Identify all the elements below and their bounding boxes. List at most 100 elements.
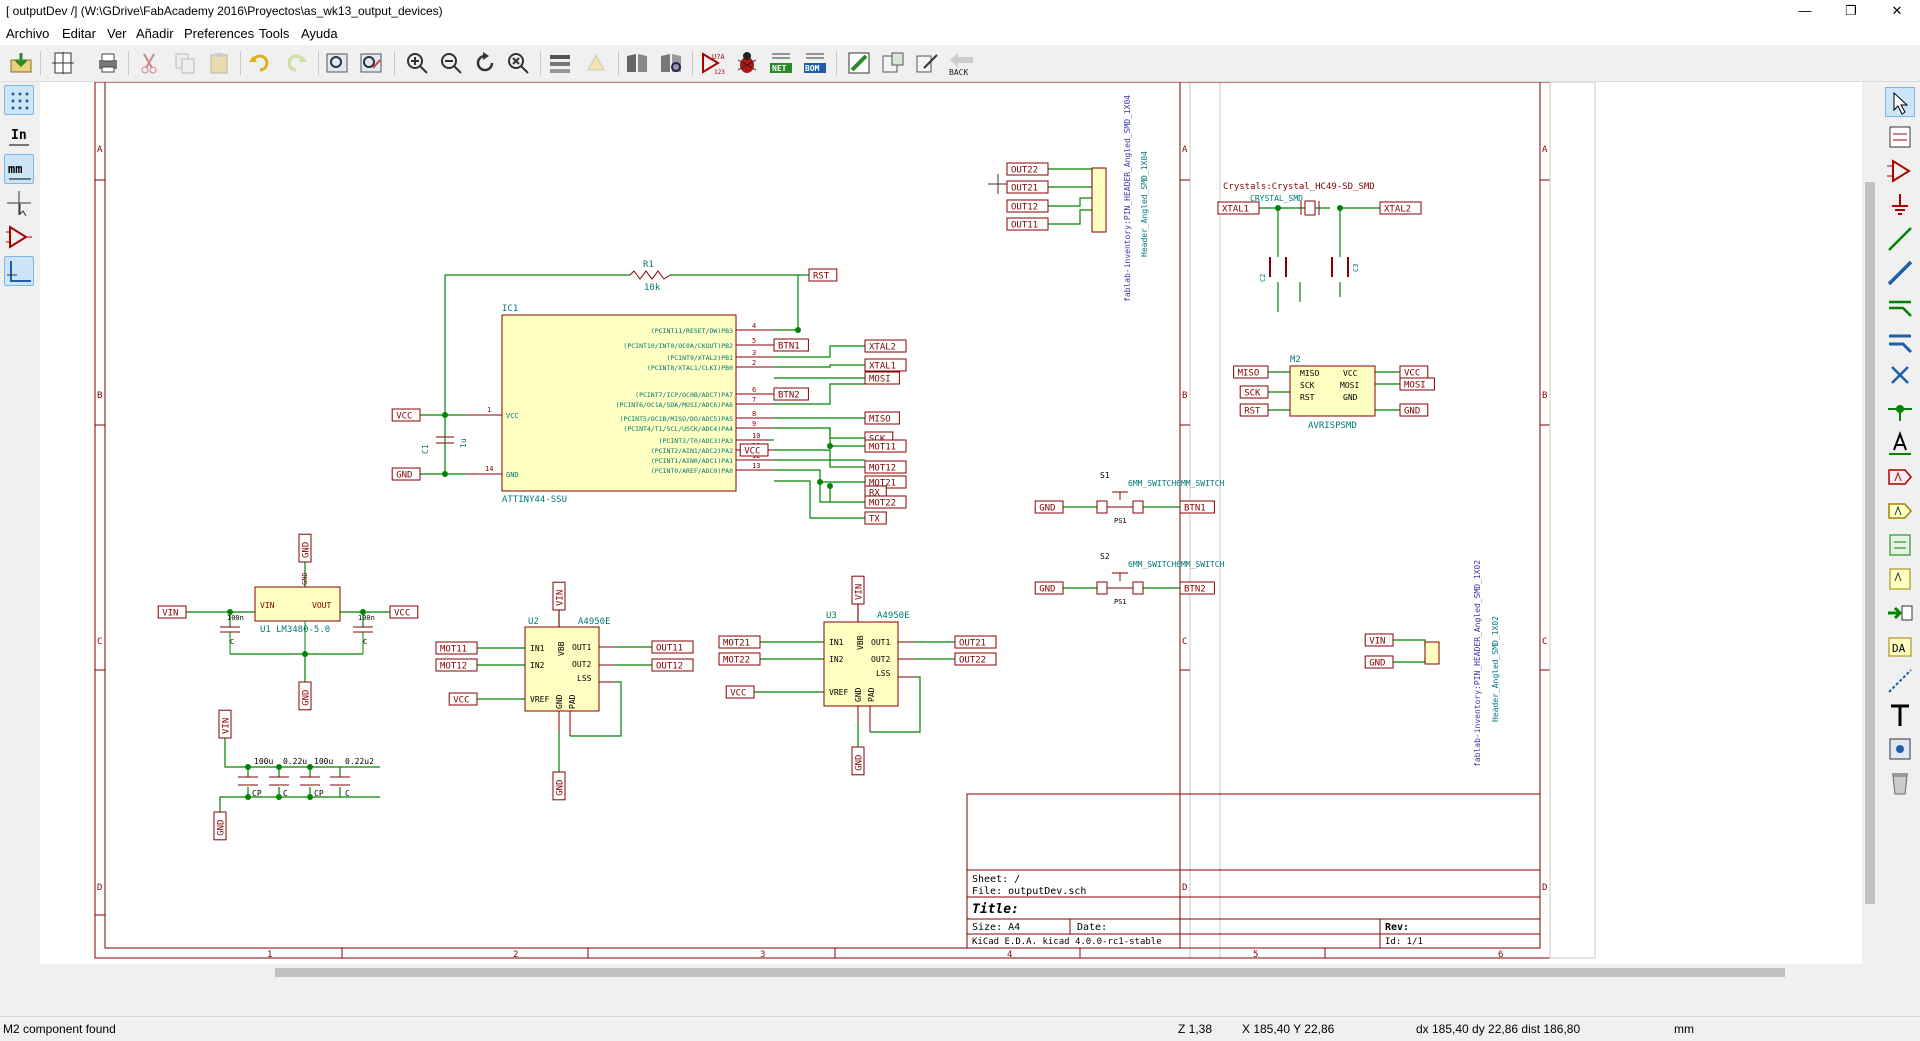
print-icon[interactable] [95, 50, 121, 76]
pcbnew-icon[interactable] [880, 50, 906, 76]
no-connect-icon[interactable] [1885, 360, 1915, 390]
svg-text:6MM_SWITCH6MM_SWITCH: 6MM_SWITCH6MM_SWITCH [1128, 479, 1225, 488]
cut-icon[interactable] [136, 50, 162, 76]
zoom-out-icon[interactable] [438, 50, 464, 76]
maximize-button[interactable]: ❐ [1845, 3, 1857, 18]
net-label-text: OUT12 [656, 662, 683, 672]
menu-tools[interactable]: Tools [259, 26, 290, 41]
svg-text:GND: GND [555, 694, 564, 709]
add-bus-icon[interactable] [1885, 258, 1915, 288]
net-label-xtal1: XTAL1 [864, 358, 907, 372]
page-settings-icon[interactable] [50, 50, 76, 76]
close-button[interactable]: ✕ [1891, 3, 1903, 18]
ic1-pin-name: (PCINT5/OC1B/MISO/DO/ADC5)PA5 [620, 415, 734, 423]
select-tool-icon[interactable] [1885, 87, 1915, 117]
net-label-text: XTAL2 [869, 343, 896, 353]
zoom-fit-icon[interactable] [505, 50, 531, 76]
menu-archivo[interactable]: Archivo [6, 26, 50, 41]
add-hierarchical-label-icon[interactable] [1885, 496, 1915, 526]
redo-icon[interactable] [283, 50, 309, 76]
hierarchy-navigator-icon[interactable] [547, 50, 573, 76]
menu-preferences[interactable]: Preferences [184, 26, 255, 41]
leave-sheet-icon[interactable] [583, 50, 609, 76]
vertical-scroll-thumb[interactable] [1865, 182, 1875, 904]
vertical-scrollbar[interactable] [1862, 82, 1878, 964]
svg-text:S1: S1 [1100, 471, 1110, 480]
menu-ver[interactable]: Ver [107, 26, 127, 41]
library-editor-icon[interactable] [624, 50, 650, 76]
add-dashed-line-icon[interactable] [1885, 666, 1915, 696]
frame-row-b-far: B [1542, 391, 1547, 401]
add-net-label-icon[interactable] [1885, 428, 1915, 458]
c1-capacitor: C1 1u [421, 436, 468, 454]
cursor-shape-icon[interactable] [4, 188, 34, 218]
show-hidden-pins-icon[interactable] [4, 222, 34, 252]
net-label-box [1239, 385, 1269, 399]
minimize-button[interactable]: — [1798, 3, 1812, 18]
import-sheet-pin-icon[interactable] [1885, 564, 1915, 594]
svg-text:BACK: BACK [949, 68, 968, 76]
net-label-text: OUT22 [1011, 166, 1038, 176]
zoom-in-icon[interactable] [404, 50, 430, 76]
svg-text:C2: C2 [1259, 274, 1267, 282]
net-label-gnd: GND [298, 681, 312, 711]
wire-to-bus-entry-icon[interactable] [1885, 292, 1915, 322]
svg-text:CP: CP [314, 789, 324, 798]
highlight-net-icon[interactable] [1885, 122, 1915, 152]
menu-editar[interactable]: Editar [62, 26, 96, 41]
net-label-text: OUT11 [656, 644, 683, 654]
paste-icon[interactable] [206, 50, 232, 76]
backannotate-icon[interactable] [914, 50, 940, 76]
find-replace-icon[interactable] [358, 50, 384, 76]
back-button[interactable]: BACK [946, 50, 982, 77]
copy-icon[interactable] [172, 50, 198, 76]
ic1-pin-number: 4 [752, 322, 756, 330]
add-sheet-pin-icon[interactable] [1885, 598, 1915, 628]
r1-resistor: R1 10k [629, 260, 671, 293]
svg-text:U2: U2 [528, 617, 539, 627]
add-power-icon[interactable] [1885, 190, 1915, 220]
schematic-canvas[interactable]: A B C D A B C D 1 2 3 4 5 6 A B C D [40, 82, 1878, 964]
svg-text:fablab-inventory:PIN_HEADER_An: fablab-inventory:PIN_HEADER_Angled_SMD_1… [1123, 95, 1132, 302]
find-icon[interactable] [324, 50, 350, 76]
units-inches-toggle[interactable]: In [4, 120, 34, 150]
add-wire-icon[interactable] [1885, 224, 1915, 254]
erc-icon[interactable] [734, 50, 760, 76]
menu-ayuda[interactable]: Ayuda [301, 26, 338, 41]
load-schematic-icon[interactable] [8, 50, 34, 76]
library-browser-icon[interactable] [658, 50, 684, 76]
frame-col-4: 4 [1007, 950, 1012, 960]
menu-anadir[interactable]: Añadir [136, 26, 174, 41]
delete-item-icon[interactable] [1885, 768, 1915, 798]
netlist-icon[interactable]: NET [768, 50, 794, 76]
wire-angle-toggle[interactable] [4, 256, 34, 286]
add-junction-icon[interactable] [1885, 394, 1915, 424]
net-label-mot22: MOT22 [718, 652, 761, 666]
net-label-text: BTN2 [1184, 585, 1206, 595]
net-label-box [298, 533, 312, 563]
add-image-icon[interactable] [1885, 734, 1915, 764]
svg-text:M2: M2 [1290, 355, 1301, 365]
bom-icon[interactable]: BOM [802, 50, 828, 76]
svg-text:A4950E: A4950E [877, 611, 910, 621]
horizontal-scroll-thumb[interactable] [275, 968, 1785, 977]
redraw-icon[interactable] [472, 50, 498, 76]
u2-a4950e: U2 A4950E IN1 IN2 VREF OUT1 OUT2 LSS VBB… [524, 610, 614, 736]
add-component-icon[interactable] [1885, 156, 1915, 186]
show-grid-toggle[interactable] [4, 85, 34, 115]
menu-bar: Archivo Editar Ver Añadir Preferences To… [0, 23, 1920, 45]
svg-text:U1: U1 [260, 625, 271, 635]
net-label-box [773, 338, 809, 352]
bus-to-bus-entry-icon[interactable] [1885, 326, 1915, 356]
add-text-icon[interactable] [1885, 700, 1915, 730]
ic1-pin-name: (PCINT7/ICP/OC0B/ADC7)PA7 [635, 391, 733, 399]
horizontal-scrollbar[interactable] [40, 964, 1862, 980]
add-graphic-line-icon[interactable]: DA [1885, 632, 1915, 662]
units-mm-toggle[interactable]: mm [4, 154, 34, 184]
undo-icon[interactable] [247, 50, 273, 76]
cvpcb-icon[interactable] [846, 50, 872, 76]
add-global-label-icon[interactable] [1885, 462, 1915, 492]
net-label-gnd: GND [1034, 581, 1064, 595]
add-hierarchical-sheet-icon[interactable] [1885, 530, 1915, 560]
